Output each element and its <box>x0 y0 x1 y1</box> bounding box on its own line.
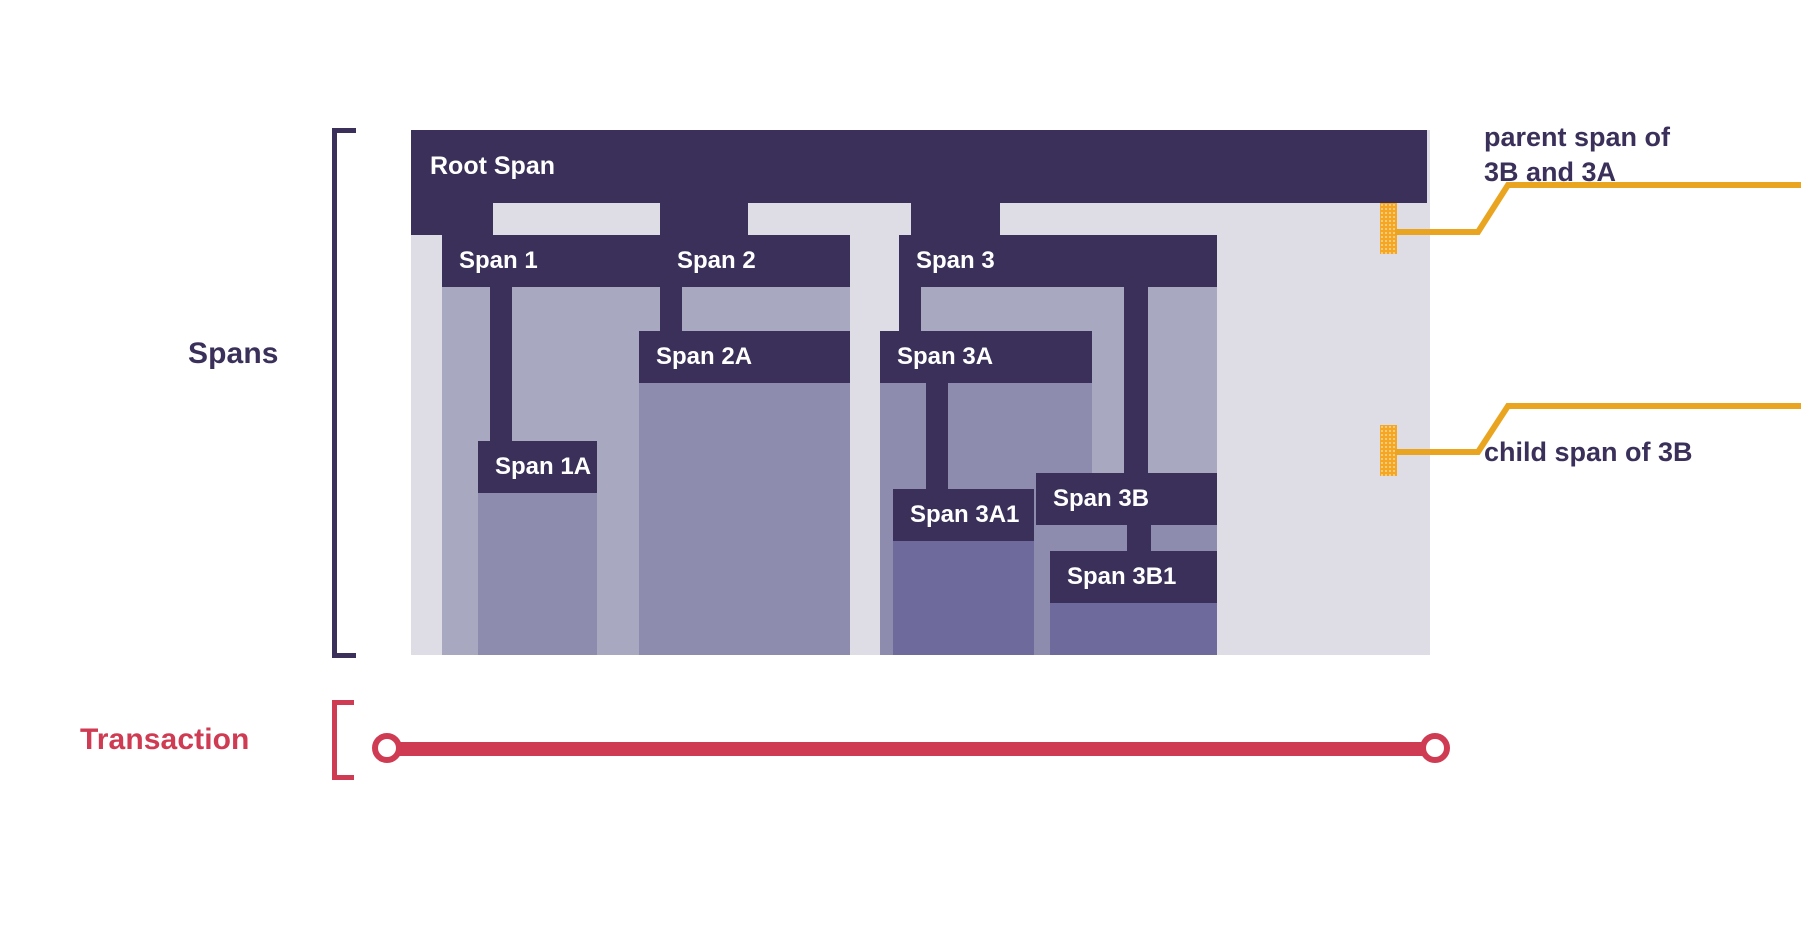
span-waterfall: Root Span Span 1 Span 1A Span 2 S <box>411 130 1430 655</box>
parent-span-callout-text: parent span of 3B and 3A <box>1484 122 1671 187</box>
span-root-label: Root Span <box>411 130 1427 203</box>
stem-root-to-span2 <box>660 203 748 235</box>
parent-callout-leader <box>1395 182 1801 235</box>
span-3b1[interactable]: Span 3B1 <box>1050 551 1217 655</box>
transaction-line <box>386 742 1436 756</box>
spans-bracket <box>332 128 356 658</box>
stem-span2-to-span2a <box>660 287 682 345</box>
span-3-label: Span 3 <box>899 235 1217 287</box>
child-span-callout-text: child span of 3B <box>1484 437 1693 467</box>
parent-span-marker <box>1380 203 1397 254</box>
span-2[interactable]: Span 2 Span 2A <box>639 203 850 655</box>
span-root[interactable]: Root Span <box>411 130 1427 203</box>
span-3[interactable]: Span 3 Span 3A Span 3A1 Span 3B <box>869 203 1217 655</box>
transaction-section-label: Transaction <box>80 723 250 756</box>
span-2-label: Span 2 <box>660 235 850 287</box>
span-2a-label: Span 2A <box>639 331 850 383</box>
span-3a1-label: Span 3A1 <box>893 489 1034 541</box>
stem-span1-to-span1a <box>490 287 512 455</box>
span-2a[interactable]: Span 2A <box>639 331 850 655</box>
span-3b-label: Span 3B <box>1036 473 1217 525</box>
stem-span3-to-span3b <box>1124 287 1148 487</box>
span-3a-label: Span 3A <box>880 331 1092 383</box>
transaction-bracket <box>332 700 354 780</box>
span-3a1[interactable]: Span 3A1 <box>893 489 1034 655</box>
span-1a[interactable]: Span 1A <box>478 441 597 655</box>
transaction-start-dot <box>372 733 402 763</box>
span-3b1-label: Span 3B1 <box>1050 551 1217 603</box>
spans-section-label: Spans <box>188 337 279 370</box>
transaction-bar[interactable] <box>370 733 1450 765</box>
stem-root-to-span3 <box>911 203 1000 235</box>
stem-span3-to-span3a <box>899 287 921 345</box>
stem-root-to-span1 <box>411 203 493 235</box>
transaction-end-dot <box>1420 733 1450 763</box>
child-span-marker <box>1380 425 1397 476</box>
span-3b[interactable]: Span 3B Span 3B1 <box>1036 473 1217 655</box>
span-1a-label: Span 1A <box>478 441 597 493</box>
stem-span3b-to-span3b1 <box>1127 525 1151 555</box>
stem-span3a-to-span3a1 <box>926 383 948 503</box>
